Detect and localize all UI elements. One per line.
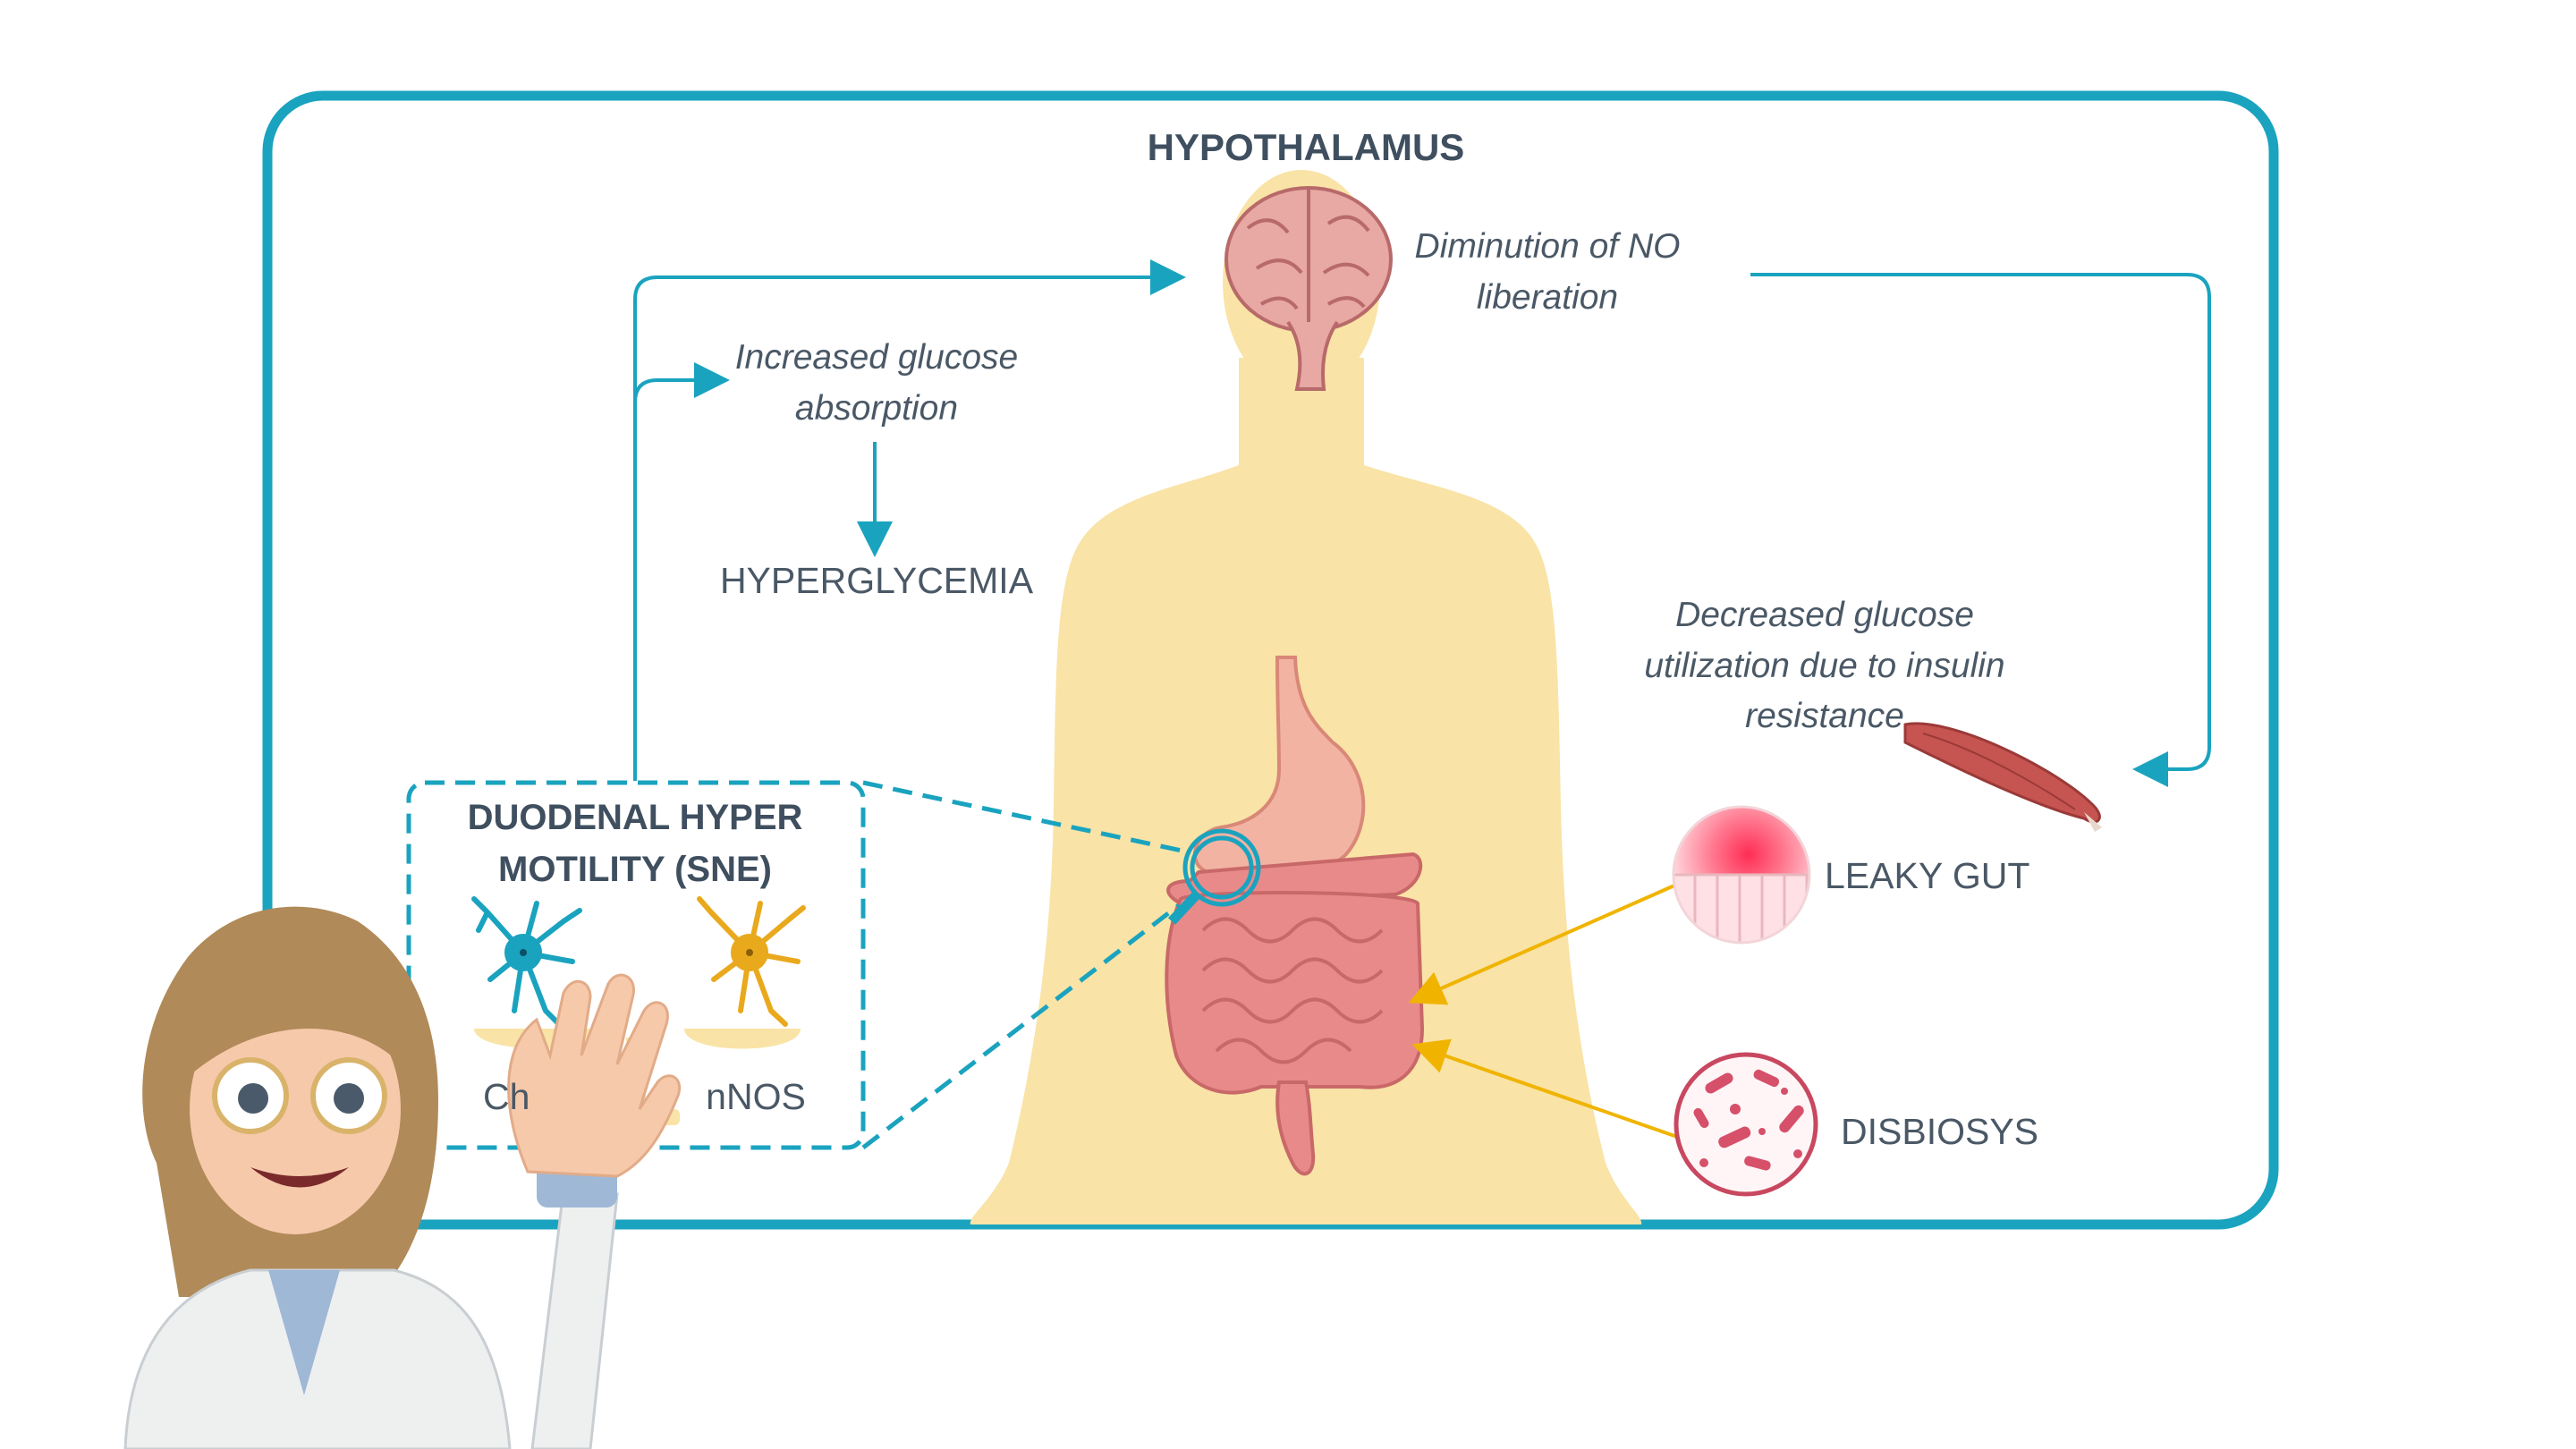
label-balance-left: Ch — [483, 1076, 530, 1117]
magnifier-icon — [1167, 828, 1261, 925]
label-glucose-absorption: Increased glucose absorption — [689, 333, 1064, 434]
neuron-icon — [697, 896, 806, 1027]
label-line: Decreased glucose — [1675, 596, 1974, 634]
label-disbiosys: DISBIOSYS — [1841, 1111, 2039, 1152]
label-line: Increased glucose — [734, 338, 1019, 377]
label-glucose-utilization: Decreased glucose utilization due to ins… — [1592, 590, 2057, 742]
label-line: DUODENAL HYPER — [467, 798, 803, 837]
label-line: absorption — [794, 388, 959, 428]
arrow-leaky-gut — [1408, 884, 1675, 1005]
bacteria-icon — [1674, 1052, 1818, 1197]
label-line: utilization due to insulin — [1644, 646, 2005, 685]
flow-arrows — [633, 259, 2211, 787]
label-line: MOTILITY (SNE) — [498, 850, 772, 889]
intestine-coils — [1201, 917, 1384, 1064]
callout-connectors — [861, 780, 1187, 1149]
label-line: resistance — [1745, 697, 1904, 736]
label-duodenal-motility: DUODENAL HYPER MOTILITY (SNE) — [411, 792, 859, 895]
arrow-disbiosys — [1411, 1038, 1681, 1140]
orange-arrows — [1408, 884, 1681, 1140]
neuron-icon — [471, 896, 582, 1027]
label-line: Diminution of NO — [1414, 227, 1681, 266]
arrow-to-glucose-absorption — [633, 362, 730, 403]
arrow-to-muscle — [1750, 273, 2211, 787]
brain-icon — [1224, 186, 1393, 391]
leaky-gut-icon — [1672, 805, 1811, 945]
muscle-icon — [1903, 722, 2102, 832]
page-title: HYPOTHALAMUS — [1147, 126, 1465, 168]
label-no-liberation: Diminution of NO liberation — [1360, 222, 1735, 323]
label-balance-right: nNOS — [706, 1076, 806, 1117]
label-leaky-gut: LEAKY GUT — [1825, 855, 2030, 896]
presenter-avatar — [123, 906, 682, 1449]
arrow-to-hypothalamus — [633, 259, 1186, 781]
label-hyperglycemia: HYPERGLYCEMIA — [719, 560, 1034, 601]
label-line: liberation — [1476, 277, 1619, 317]
